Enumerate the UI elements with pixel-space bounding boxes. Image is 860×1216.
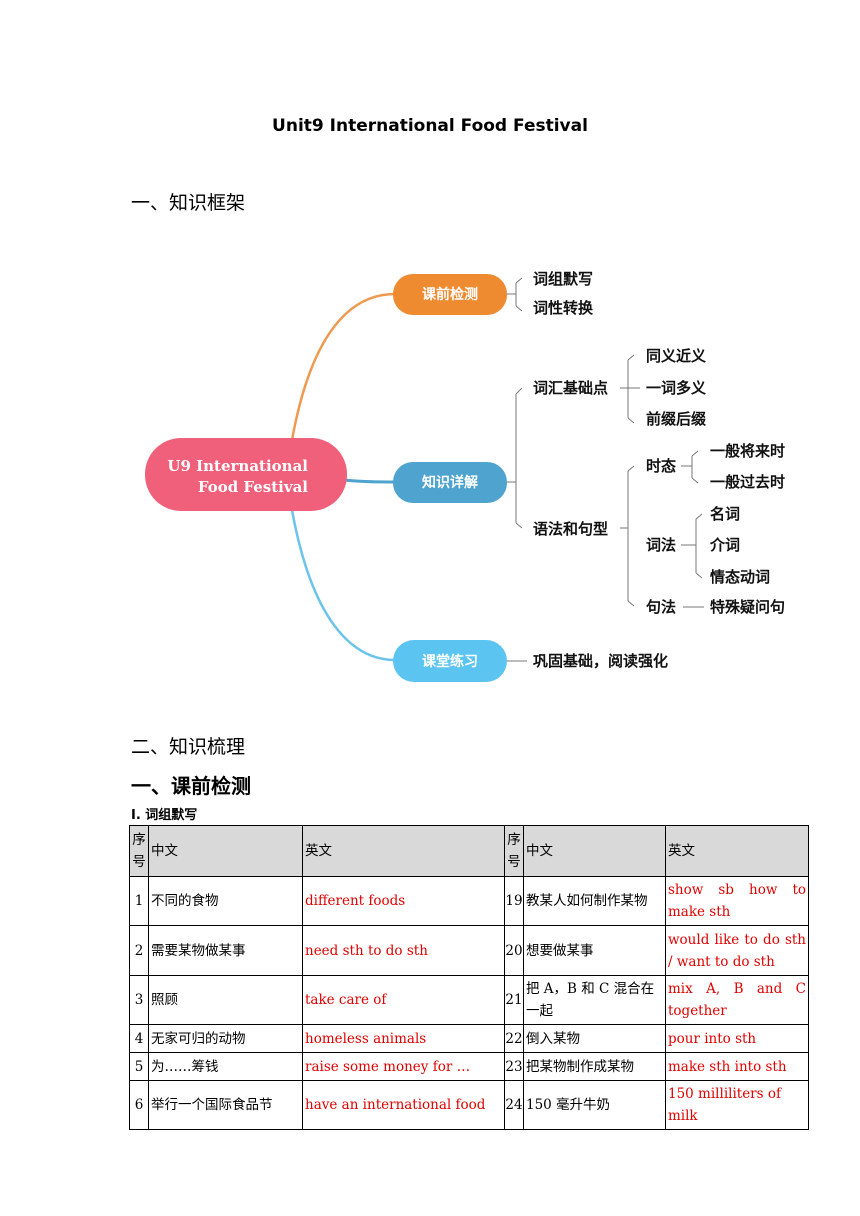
header-index: 序号 (129, 825, 149, 877)
header-english-2: 英文 (665, 825, 809, 877)
connector-detail (507, 387, 523, 529)
node-detail-label: 知识详解 (422, 474, 478, 491)
cell-english: would like to do sth / want to do sth (665, 925, 809, 976)
practice-text: 巩固基础，阅读强化 (533, 652, 668, 670)
table-row: 5 为……筹钱 raise some money for … 23 把某物制作成… (129, 1052, 809, 1081)
vocab-affix: 前缀后缀 (646, 410, 707, 428)
morphology-label: 词法 (646, 536, 676, 554)
cell-english: 150 milliliters of milk (665, 1080, 809, 1130)
cell-english: take care of (302, 975, 505, 1025)
cell-chinese: 150 毫升牛奶 (523, 1080, 666, 1130)
header-chinese-2: 中文 (523, 825, 666, 877)
cell-english: show sb how to make sth (665, 876, 809, 926)
cell-chinese: 举行一个国际食品节 (148, 1080, 303, 1130)
cell-index: 4 (129, 1024, 149, 1053)
cell-chinese: 把 A，B 和 C 混合在一起 (523, 975, 666, 1025)
grammar-label: 语法和句型 (533, 520, 608, 538)
cell-index: 2 (129, 925, 149, 976)
node-pretest-label: 课前检测 (422, 286, 478, 303)
cell-index: 6 (129, 1080, 149, 1130)
root-text-1: U9 International (167, 457, 308, 475)
cell-chinese: 倒入某物 (523, 1024, 666, 1053)
cell-chinese: 无家可归的动物 (148, 1024, 303, 1053)
cell-english: make sth into sth (665, 1052, 809, 1081)
cell-english: mix A, B and C together (665, 975, 809, 1025)
vocab-label: 词汇基础点 (533, 379, 608, 397)
header-chinese: 中文 (148, 825, 303, 877)
cell-chinese: 照顾 (148, 975, 303, 1025)
phrase-table: 序号 中文 英文 序号 中文 英文 1 不同的食物 different food… (129, 825, 809, 1130)
vocab-polysemy: 一词多义 (646, 379, 706, 397)
cell-chinese: 教某人如何制作某物 (523, 876, 666, 926)
tense-label: 时态 (646, 457, 676, 475)
cell-index: 3 (129, 975, 149, 1025)
cell-english: different foods (302, 876, 505, 926)
cell-index: 21 (504, 975, 524, 1025)
leaf-wordform: 词性转换 (533, 299, 594, 317)
header-english: 英文 (302, 825, 505, 877)
table-row: 3 照顾 take care of 21 把 A，B 和 C 混合在一起 mix… (129, 975, 809, 1025)
table-header-row: 序号 中文 英文 序号 中文 英文 (129, 825, 809, 877)
document-title: Unit9 International Food Festival (272, 116, 588, 136)
cell-english: raise some money for … (302, 1052, 505, 1081)
cell-index: 5 (129, 1052, 149, 1081)
table-row: 4 无家可归的动物 homeless animals 22 倒入某物 pour … (129, 1024, 809, 1053)
morph-noun: 名词 (710, 505, 740, 523)
cell-english: homeless animals (302, 1024, 505, 1053)
cell-index: 20 (504, 925, 524, 976)
connector-grammar (620, 465, 635, 607)
cell-chinese: 想要做某事 (523, 925, 666, 976)
node-practice-label: 课堂练习 (422, 653, 478, 670)
cell-chinese: 为……筹钱 (148, 1052, 303, 1081)
header-index-2: 序号 (504, 825, 524, 877)
table-row: 6 举行一个国际食品节 have an international food 2… (129, 1080, 809, 1130)
cell-chinese: 把某物制作成某物 (523, 1052, 666, 1081)
node-practice (393, 640, 507, 682)
tense-future: 一般将来时 (710, 442, 785, 460)
section-knowledge-framework: 一、知识框架 (131, 192, 246, 214)
node-detail (393, 462, 507, 503)
connector-tense (681, 450, 699, 484)
leaf-phrase: 词组默写 (533, 270, 593, 288)
cell-index: 22 (504, 1024, 524, 1053)
cell-chinese: 需要某物做某事 (148, 925, 303, 976)
morph-modal: 情态动词 (710, 568, 770, 586)
tense-past: 一般过去时 (710, 473, 785, 491)
branch-practice (290, 509, 396, 662)
cell-english: have an international food (302, 1080, 505, 1130)
morph-prep: 介词 (709, 536, 740, 554)
cell-english: need sth to do sth (302, 925, 505, 976)
syntax-wh: 特殊疑问句 (710, 598, 785, 616)
cell-index: 19 (504, 876, 524, 926)
table-row: 1 不同的食物 different foods 19 教某人如何制作某物 sho… (129, 876, 809, 926)
connector-pretest (507, 277, 523, 312)
section-pretest-heading: 一、课前检测 (131, 774, 251, 798)
branch-pretest (290, 292, 396, 441)
cell-index: 24 (504, 1080, 524, 1130)
syntax-label: 句法 (646, 598, 676, 616)
table-row: 2 需要某物做某事 need sth to do sth 20 想要做某事 wo… (129, 925, 809, 976)
node-pretest (393, 274, 507, 315)
root-text-2: Food Festival (198, 478, 308, 496)
mind-map: U9 International Food Festival 课前检测 词组默写… (145, 270, 785, 682)
subsection-phrase-dictation: I. 词组默写 (131, 808, 198, 823)
branch-detail (344, 478, 395, 484)
cell-english: pour into sth (665, 1024, 809, 1053)
vocab-synonym: 同义近义 (646, 347, 706, 365)
section-knowledge-review: 二、知识梳理 (131, 736, 246, 758)
root-node (145, 438, 347, 511)
connector-vocab (620, 354, 640, 424)
cell-chinese: 不同的食物 (148, 876, 303, 926)
connector-morphology (681, 513, 703, 579)
cell-index: 23 (504, 1052, 524, 1081)
cell-index: 1 (129, 876, 149, 926)
